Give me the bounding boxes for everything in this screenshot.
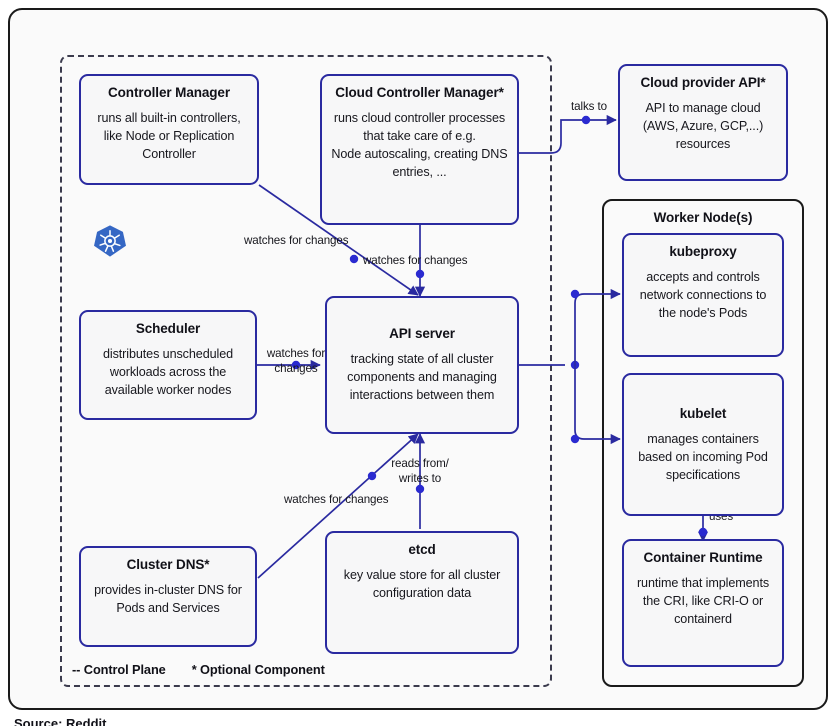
node-title: kubeproxy [669, 244, 737, 259]
source-caption: Source: Reddit [14, 716, 107, 726]
legend-marker-asterisk: * [191, 662, 197, 677]
node-title: Controller Manager [108, 85, 230, 100]
node-kubelet[interactable]: kubelet manages containers based on inco… [622, 373, 784, 516]
node-description: manages containers based on incoming Pod… [638, 432, 768, 483]
node-kubeproxy[interactable]: kubeproxy accepts and controls network c… [622, 233, 784, 357]
edge-label-talks-to: talks to [571, 100, 607, 113]
legend: -- Control Plane * Optional Component [72, 662, 325, 677]
node-description: accepts and controls network connections… [639, 270, 767, 320]
node-cloud-controller-manager[interactable]: Cloud Controller Manager* runs cloud con… [320, 74, 519, 225]
node-container-runtime[interactable]: Container Runtime runtime that implement… [622, 539, 784, 667]
legend-item-control-plane: -- Control Plane [72, 662, 166, 677]
node-title: Cloud provider API* [640, 75, 766, 90]
node-description: distributes unscheduled workloads across… [102, 347, 234, 397]
node-description: API to manage cloud (AWS, Azure, GCP,...… [642, 101, 764, 151]
node-description: tracking state of all cluster components… [347, 351, 497, 402]
node-title: Scheduler [135, 321, 201, 336]
node-description: runs cloud controller processes that tak… [331, 111, 508, 179]
kubernetes-logo-icon [94, 225, 126, 257]
node-cloud-provider-api[interactable]: Cloud provider API* API to manage cloud … [618, 64, 788, 181]
legend-label-optional-component: Optional Component [200, 662, 325, 677]
node-scheduler[interactable]: Scheduler distributes unscheduled worklo… [79, 310, 257, 420]
node-description: key value store for all cluster configur… [343, 568, 501, 601]
edge-label-cm-watches: watches for changes [244, 234, 349, 247]
node-etcd[interactable]: etcd key value store for all cluster con… [325, 531, 519, 654]
edge-label-ccm-watches: watches for changes [363, 254, 468, 267]
node-cluster-dns[interactable]: Cluster DNS* provides in-cluster DNS for… [79, 546, 257, 647]
node-title: API server [389, 325, 455, 341]
node-title: Cluster DNS* [126, 557, 210, 572]
legend-item-optional-component: * Optional Component [192, 662, 325, 677]
edge-label-etcd-reads-writes: reads from/ writes to [391, 457, 449, 485]
node-title: kubelet [679, 406, 727, 422]
edge-label-dns-watches: watches for changes [284, 493, 389, 506]
node-api-server[interactable]: API server tracking state of all cluster… [325, 296, 519, 434]
legend-marker-dashes: -- [72, 662, 81, 677]
legend-label-control-plane: Control Plane [83, 662, 166, 677]
node-description: runs all built-in controllers, like Node… [97, 111, 241, 161]
node-title: Container Runtime [643, 550, 763, 565]
node-description: runtime that implements the CRI, like CR… [636, 576, 770, 626]
node-description: provides in-cluster DNS for Pods and Ser… [94, 583, 242, 616]
edge-label-scheduler-watches: watches for changes [266, 347, 326, 375]
node-controller-manager[interactable]: Controller Manager runs all built-in con… [79, 74, 259, 185]
worker-node-title: Worker Node(s) [653, 210, 753, 225]
node-title: Cloud Controller Manager* [335, 85, 504, 100]
node-title: etcd [408, 542, 436, 557]
